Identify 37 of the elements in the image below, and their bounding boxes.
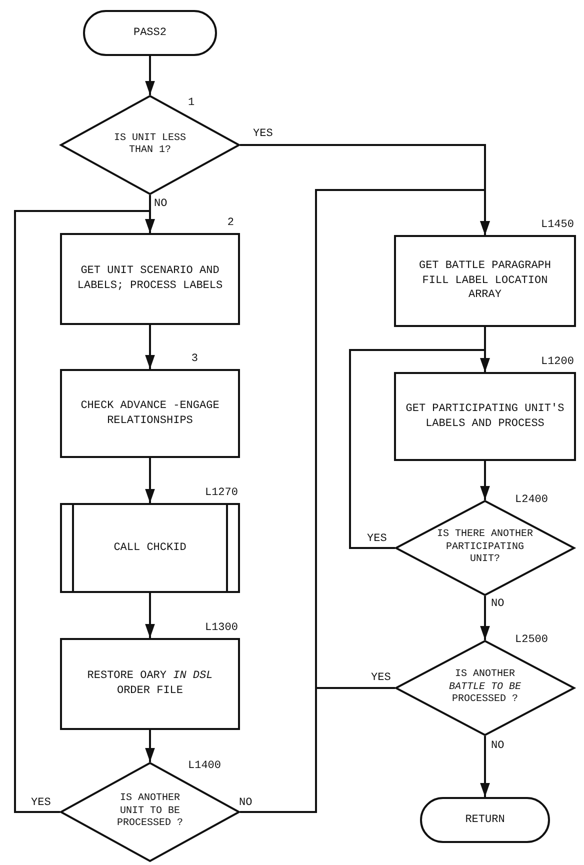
step-text: CHECK ADVANCE -ENGAGE RELATIONSHIPS xyxy=(80,398,220,428)
flow-arrow xyxy=(145,730,155,762)
step-text: CALL CHCKID xyxy=(114,540,186,556)
step-number: L1270 xyxy=(204,487,238,499)
step-number: 3 xyxy=(191,353,198,365)
step-text: GET UNIT SCENARIO AND LABELS; PROCESS LABELS xyxy=(76,264,224,294)
terminal-box xyxy=(420,797,550,843)
decision-diamond xyxy=(60,95,240,195)
step-number: L1400 xyxy=(188,760,222,772)
flow-arrow xyxy=(349,349,490,549)
flow-arrow xyxy=(480,596,490,640)
flow-arrow xyxy=(14,210,155,813)
flow-arrow xyxy=(315,189,490,689)
step-number: 2 xyxy=(227,217,234,229)
step-text: IS ANOTHER BATTLE TO BE PROCESSED ? xyxy=(448,669,522,707)
step-text: RESTORE OARY IN DSL ORDER FILE xyxy=(86,669,214,699)
step-number: L1200 xyxy=(540,356,574,368)
step-text: IS THERE ANOTHER PARTICIPATING UNIT? xyxy=(436,529,534,567)
step-text: GET PARTICIPATING UNIT'S LABELS AND PROCESS xyxy=(405,402,565,432)
step-number: L2400 xyxy=(515,494,548,506)
flow-arrow xyxy=(145,593,155,638)
decision-diamond xyxy=(60,762,240,862)
flow-arrow xyxy=(145,325,155,369)
step-number: 1 xyxy=(188,97,195,109)
step-text: PASS2 xyxy=(133,26,166,40)
step-text: IS UNIT LESS THAN 1? xyxy=(112,132,187,158)
flow-arrow xyxy=(145,56,155,95)
step-text: RETURN xyxy=(465,812,505,828)
step-number: L1450 xyxy=(540,219,574,231)
flow-arrow xyxy=(480,461,490,500)
flow-arrow xyxy=(480,736,490,797)
flow-arrow xyxy=(145,458,155,503)
step-number: L1300 xyxy=(204,622,238,634)
terminal-box xyxy=(83,10,217,56)
step-text: GET BATTLE PARAGRAPH FILL LABEL LOCATION ARRAY xyxy=(418,258,552,304)
step-text: IS ANOTHER UNIT TO BE PROCESSED ? xyxy=(116,793,184,831)
step-number: L2500 xyxy=(515,634,548,646)
